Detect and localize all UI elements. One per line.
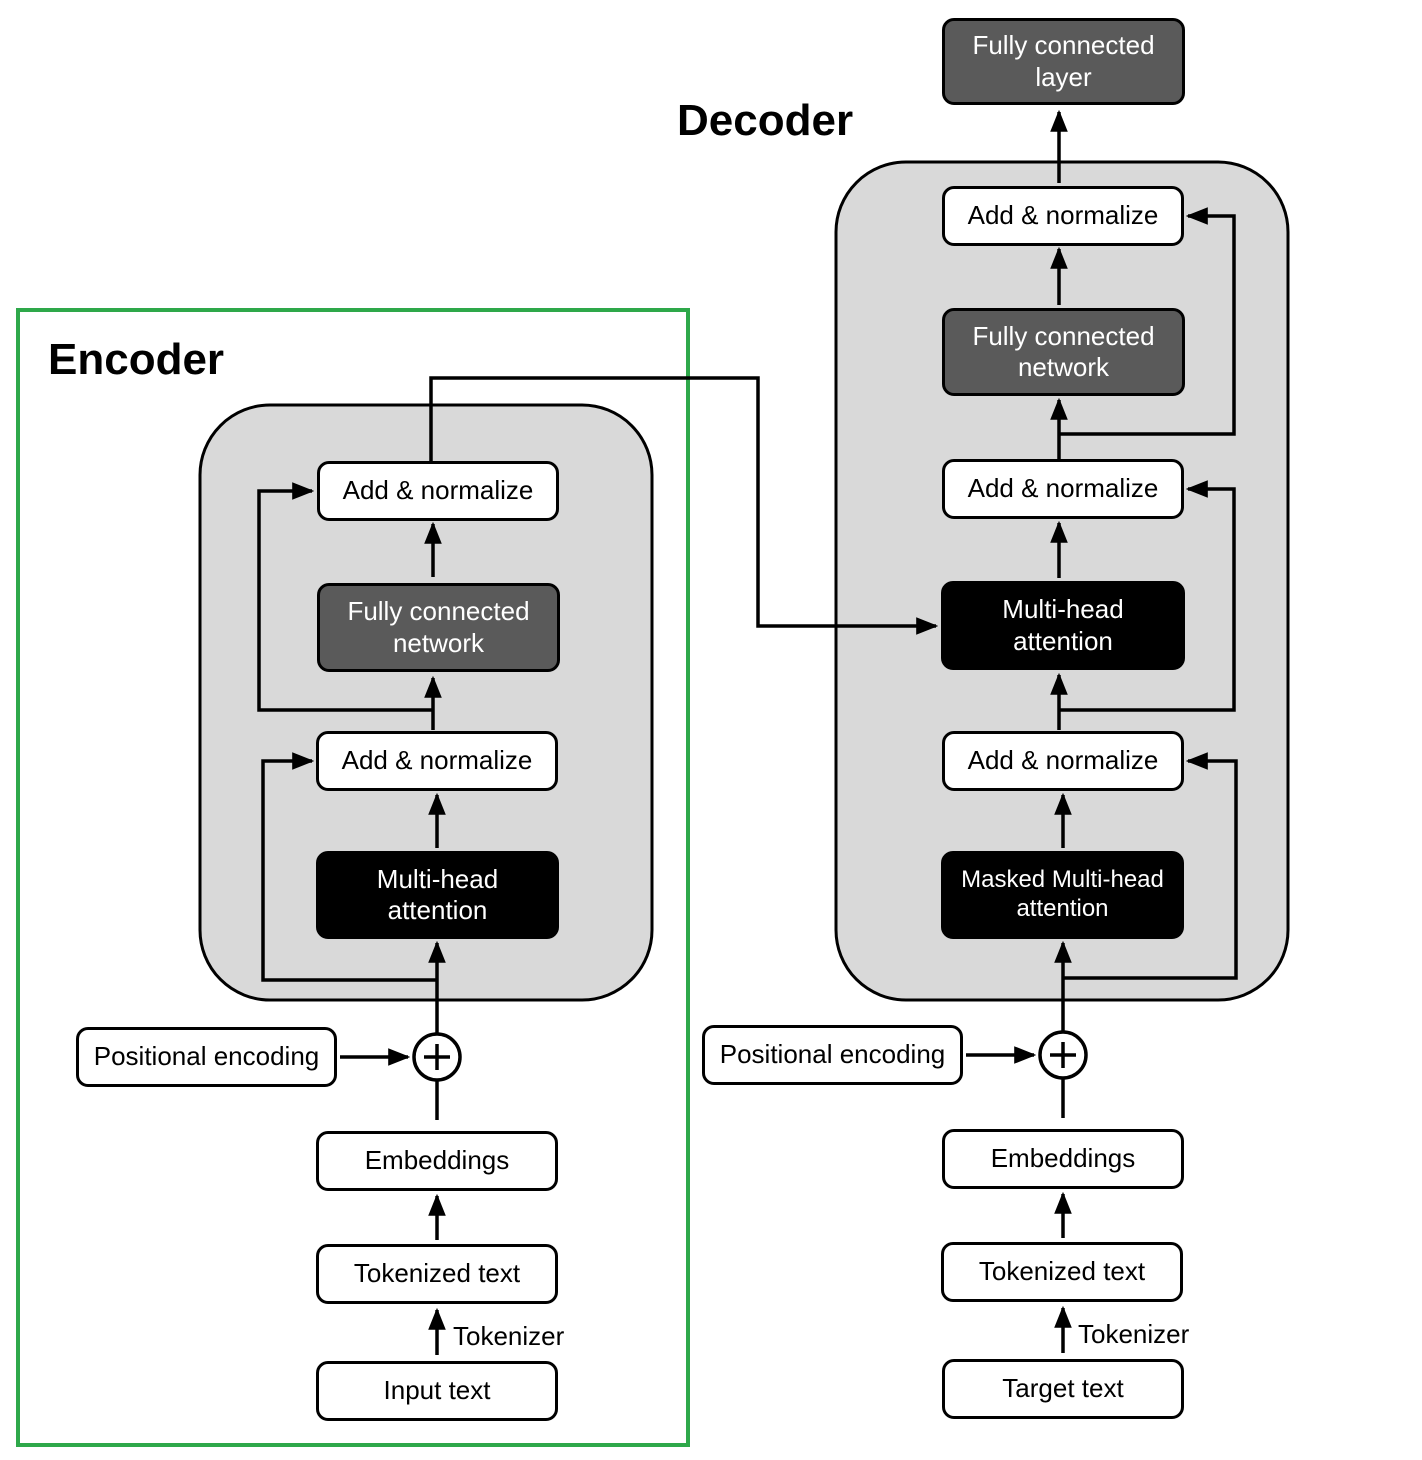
dec-add-normalize-top: Add & normalize	[942, 186, 1184, 246]
dec-fully-connected-layer: Fully connected layer	[942, 18, 1185, 105]
dec-tokenized-text: Tokenized text	[941, 1242, 1183, 1302]
dec-embeddings: Embeddings	[942, 1129, 1184, 1189]
encoder-frame	[16, 308, 690, 1447]
enc-tokenized-text: Tokenized text	[316, 1244, 558, 1304]
enc-add-normalize-top: Add & normalize	[317, 461, 559, 521]
enc-multi-head-attention: Multi-head attention	[316, 851, 559, 939]
enc-fully-connected-network: Fully connected network	[317, 583, 560, 672]
dec-add-normalize-bottom: Add & normalize	[942, 731, 1184, 791]
enc-input-text: Input text	[316, 1361, 558, 1421]
encoder-title: Encoder	[48, 335, 225, 384]
enc-residual-1	[261, 752, 437, 982]
enc-to-dec-connection	[429, 376, 939, 635]
dec-positional-encoding: Positional encoding	[702, 1025, 963, 1085]
dec-masked-multi-head-attention: Masked Multi-head attention	[941, 851, 1184, 939]
dec-add-normalize-middle: Add & normalize	[942, 459, 1184, 519]
dec-fully-connected-network: Fully connected network	[942, 308, 1185, 396]
enc-residual-2	[257, 482, 433, 712]
dec-target-text: Target text	[942, 1359, 1184, 1419]
enc-embeddings: Embeddings	[316, 1131, 558, 1191]
dec-residual-3	[1059, 207, 1236, 436]
dec-plus-icon	[1038, 1030, 1088, 1080]
dec-tokenizer-label: Tokenizer	[1078, 1319, 1190, 1349]
enc-tokenizer-label: Tokenizer	[453, 1321, 565, 1351]
decoder-title: Decoder	[677, 96, 854, 145]
enc-positional-encoding: Positional encoding	[76, 1027, 337, 1087]
enc-plus-icon	[412, 1032, 462, 1082]
dec-residual-1	[1063, 752, 1238, 980]
dec-multi-head-attention: Multi-head attention	[941, 581, 1185, 670]
enc-add-normalize-bottom: Add & normalize	[316, 731, 558, 791]
dec-residual-2	[1059, 480, 1236, 712]
